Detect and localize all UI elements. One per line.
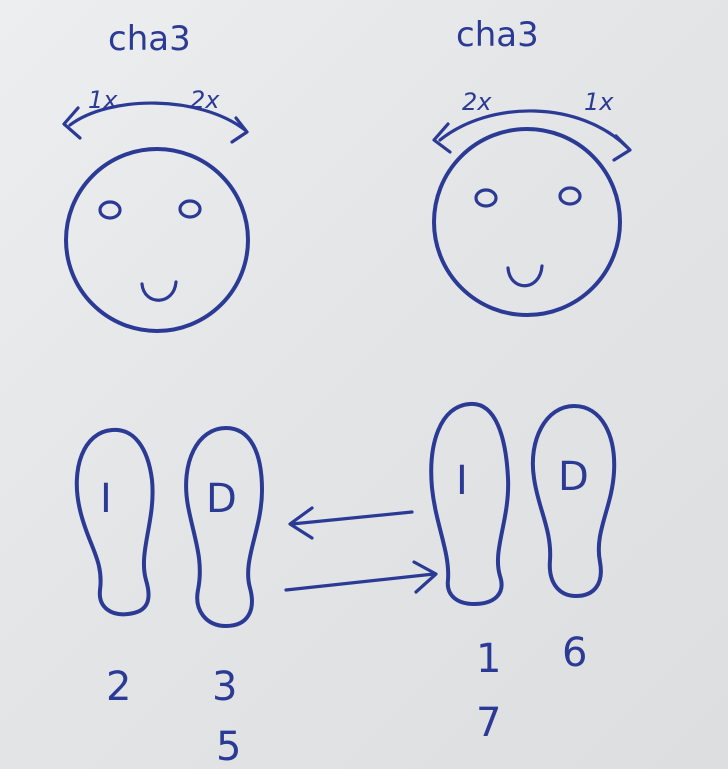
right-turn-arc (438, 109, 630, 150)
right-figure-left-step-2: 7 (476, 700, 501, 746)
right-figure-title: cha3 (456, 15, 539, 55)
left-turn-right-label: 2x (190, 86, 220, 114)
right-figure-right-foot-letter: D (558, 454, 589, 500)
arrow-to-left-head (288, 506, 314, 540)
left-arc-arrowhead-right (230, 116, 249, 144)
right-face-eye-left (474, 188, 498, 208)
arrow-to-left-line (290, 510, 414, 526)
transfer-arrows (284, 506, 438, 594)
right-figure: cha3 2x 1x I D 1 7 6 (429, 15, 632, 746)
arrow-to-right-line (284, 572, 436, 592)
left-turn-arc (68, 101, 247, 132)
left-figure-left-step-1: 2 (106, 664, 131, 710)
left-face-mouth (140, 280, 178, 302)
right-turn-right-label: 1x (584, 88, 614, 116)
left-figure: cha3 1x 2x I D 2 3 5 (62, 19, 264, 769)
right-face-eye-right (558, 186, 582, 206)
right-face-mouth (506, 264, 544, 288)
right-arc-arrowhead-right (612, 134, 632, 162)
right-figure-right-footprint (530, 404, 617, 598)
arrow-to-right-head (412, 560, 438, 594)
left-face-eye-right (178, 199, 202, 219)
left-figure-right-step-1: 3 (212, 664, 237, 710)
right-figure-right-step-1: 6 (562, 630, 587, 676)
left-face-eye-left (98, 200, 122, 220)
left-figure-left-foot-letter: I (100, 476, 112, 522)
left-turn-left-label: 1x (88, 86, 118, 114)
left-arc-arrowhead-left (62, 106, 82, 140)
right-face-outline (432, 127, 622, 317)
left-figure-title: cha3 (108, 19, 191, 59)
right-arc-arrowhead-left (432, 122, 452, 154)
right-figure-left-foot-letter: I (456, 458, 468, 504)
left-figure-right-foot-letter: D (206, 476, 237, 522)
right-figure-left-step-1: 1 (476, 636, 501, 682)
left-face-outline (64, 147, 250, 333)
left-figure-right-footprint (184, 426, 264, 628)
right-turn-left-label: 2x (462, 88, 492, 116)
left-figure-left-footprint (74, 427, 155, 617)
right-figure-left-footprint (429, 401, 511, 606)
left-figure-right-step-2: 5 (216, 724, 241, 769)
